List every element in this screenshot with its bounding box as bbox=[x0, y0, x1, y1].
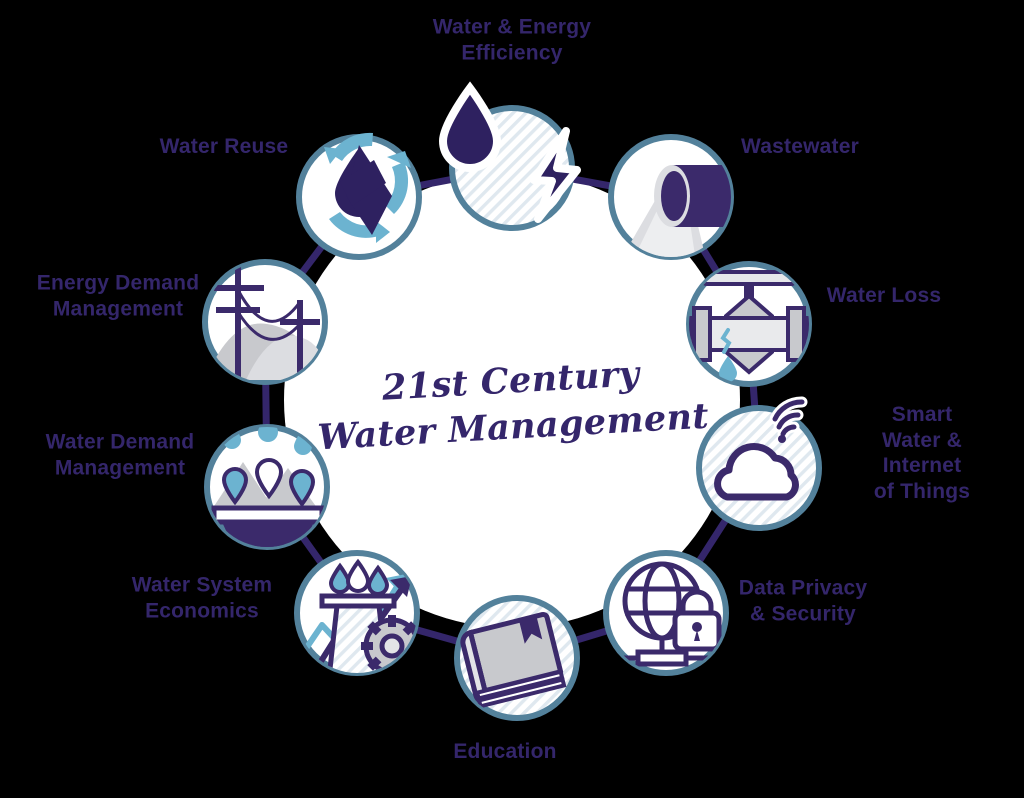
node-water-energy-efficiency[interactable] bbox=[438, 81, 581, 231]
recycle-droplet-icon bbox=[324, 132, 411, 243]
label-water-demand-management[interactable]: Water Demand Management bbox=[45, 430, 195, 479]
label-energy-demand-management[interactable]: Energy Demand Management bbox=[36, 271, 200, 320]
node-water-loss[interactable] bbox=[686, 261, 812, 414]
gear-icon bbox=[361, 615, 417, 673]
node-education[interactable] bbox=[454, 595, 580, 721]
node-water-reuse[interactable] bbox=[296, 132, 422, 260]
cloud-wifi-icon bbox=[714, 396, 808, 501]
globe-lock-icon bbox=[614, 561, 722, 667]
center-disc bbox=[284, 172, 740, 628]
node-wastewater[interactable] bbox=[608, 134, 742, 268]
node-smart-water-iot[interactable] bbox=[696, 396, 822, 531]
label-smart-water-iot[interactable]: Smart Water & Internet of Things bbox=[873, 402, 971, 503]
label-water-system-economics[interactable]: Water System Economics bbox=[131, 573, 273, 622]
lightning-bolt-icon bbox=[530, 127, 581, 223]
label-education[interactable]: Education bbox=[453, 740, 557, 764]
label-wastewater[interactable]: Wastewater bbox=[741, 135, 859, 159]
node-water-demand-management[interactable] bbox=[204, 412, 330, 564]
node-data-privacy-security[interactable] bbox=[603, 550, 729, 676]
label-water-energy-efficiency[interactable]: Water & Energy Efficiency bbox=[432, 15, 592, 64]
label-water-loss[interactable]: Water Loss bbox=[826, 284, 942, 308]
label-data-privacy-security[interactable]: Data Privacy & Security bbox=[738, 576, 868, 625]
leaking-valve-icon bbox=[689, 270, 809, 384]
label-water-reuse[interactable]: Water Reuse bbox=[159, 135, 289, 159]
droplet-icon bbox=[438, 81, 502, 172]
book-icon bbox=[460, 612, 567, 709]
node-energy-demand-management[interactable] bbox=[202, 259, 328, 390]
node-water-system-economics[interactable] bbox=[294, 550, 423, 678]
